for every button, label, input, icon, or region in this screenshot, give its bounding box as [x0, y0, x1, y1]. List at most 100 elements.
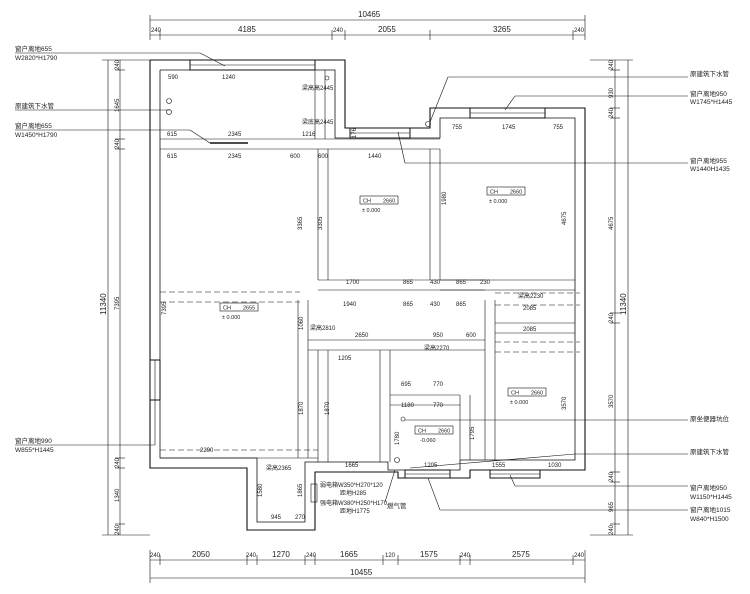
left-total-dim: 11340: [99, 293, 108, 315]
top-dim-seg: 240: [574, 28, 585, 34]
svg-text:弱电箱W350*H270*120: 弱电箱W350*H270*120: [320, 481, 383, 489]
svg-text:865: 865: [403, 302, 414, 308]
top-dim-seg: 4185: [238, 25, 256, 34]
bottom-dim-seg: 2050: [192, 550, 210, 559]
left-dimension-lines: [102, 59, 150, 536]
bottom-dim-seg: 120: [385, 553, 396, 559]
left-dim-seg: 240: [115, 138, 121, 149]
svg-text:2345: 2345: [228, 154, 242, 160]
svg-text:950: 950: [433, 333, 444, 339]
svg-text:615: 615: [167, 154, 178, 160]
bottom-total-dim: 10455: [350, 568, 373, 577]
svg-text:1870: 1870: [325, 401, 331, 415]
svg-text:梁高高2445: 梁高高2445: [302, 84, 334, 92]
svg-text:2085: 2085: [523, 306, 537, 312]
annotation-left: 窗户离地655 W2820*H1790: [15, 44, 58, 62]
left-dim-seg: 1645: [115, 98, 121, 112]
svg-text:CH: CH: [418, 429, 426, 435]
left-dim-seg: 240: [115, 524, 121, 535]
bottom-dim-seg: 240: [574, 553, 585, 559]
svg-text:430: 430: [430, 302, 441, 308]
annotation-right: 原建筑下水管: [690, 447, 730, 456]
svg-text:1240: 1240: [222, 75, 236, 81]
bottom-dim-seg: 1575: [420, 550, 438, 559]
svg-text:± 0.000: ± 0.000: [489, 199, 507, 205]
annotation-right: 窗户离地1015 W840*H1500: [690, 505, 731, 523]
svg-text:CH: CH: [511, 391, 519, 397]
svg-text:755: 755: [553, 125, 564, 131]
svg-text:距地H1775: 距地H1775: [340, 507, 370, 515]
svg-text:3305: 3305: [318, 216, 324, 230]
svg-text:7395: 7395: [162, 301, 168, 315]
svg-text:CH: CH: [490, 190, 498, 196]
right-dim-seg: 930: [609, 87, 615, 98]
inner-walls: [160, 70, 580, 462]
svg-text:2660: 2660: [383, 199, 395, 205]
right-dim-seg: 240: [609, 471, 615, 482]
svg-text:窗户离地950: 窗户离地950: [690, 483, 727, 492]
right-dim-seg: 240: [609, 312, 615, 323]
svg-text:865: 865: [456, 280, 467, 286]
svg-text:2345: 2345: [228, 132, 242, 138]
bottom-dimension-lines: [149, 550, 586, 583]
svg-text:1700: 1700: [346, 280, 360, 286]
svg-text:615: 615: [167, 132, 178, 138]
svg-text:1060: 1060: [299, 316, 305, 330]
svg-text:865: 865: [456, 302, 467, 308]
svg-text:原建筑下水管: 原建筑下水管: [690, 69, 730, 78]
top-dim-seg: 240: [333, 28, 344, 34]
right-dim-seg: 240: [609, 524, 615, 535]
annotation-right: 原坐便器坑位: [690, 414, 730, 423]
bottom-dim-seg: 1270: [272, 550, 290, 559]
svg-text:W840*H1500: W840*H1500: [690, 516, 729, 523]
bottom-dim-seg: 1665: [340, 550, 358, 559]
svg-text:755: 755: [452, 125, 463, 131]
svg-text:1580: 1580: [258, 483, 264, 497]
svg-text:CH: CH: [223, 306, 231, 312]
svg-text:窗户离地990: 窗户离地990: [15, 436, 52, 445]
annotation-left: 窗户离地990 W855*H1445: [15, 436, 54, 454]
svg-text:176: 176: [352, 127, 358, 138]
svg-text:430: 430: [430, 280, 441, 286]
svg-text:2085: 2085: [523, 327, 537, 333]
left-dim-seg: 240: [115, 59, 121, 70]
svg-text:窗户离地655: 窗户离地655: [15, 44, 52, 53]
svg-text:窗户离地655: 窗户离地655: [15, 121, 52, 130]
right-dimension-lines: [590, 59, 633, 536]
annotation-right: 窗户离地950 W1150*H1445: [690, 483, 732, 501]
svg-text:770: 770: [433, 403, 444, 409]
svg-text:2290: 2290: [200, 448, 214, 454]
svg-text:窗户离地950: 窗户离地950: [690, 89, 727, 98]
top-dim-seg: 3265: [493, 25, 511, 34]
svg-text:± 0.000: ± 0.000: [222, 315, 240, 321]
svg-text:W1450*H1790: W1450*H1790: [15, 132, 58, 139]
left-dim-seg: 240: [115, 457, 121, 468]
svg-text:230: 230: [480, 280, 491, 286]
bottom-dim-seg: 240: [306, 553, 317, 559]
svg-text:1940: 1940: [343, 302, 357, 308]
svg-text:窗户离地955: 窗户离地955: [690, 156, 727, 165]
svg-text:2660: 2660: [531, 391, 543, 397]
room-tag: CH 2655 ± 0.000: [219, 302, 259, 321]
bottom-dim-seg: 240: [246, 553, 257, 559]
bottom-dim-seg: 240: [150, 553, 161, 559]
svg-text:2660: 2660: [438, 429, 450, 435]
top-dim-seg: 2055: [378, 25, 396, 34]
gas-pipe-label: 燃气管: [387, 501, 407, 510]
svg-text:770: 770: [433, 382, 444, 388]
svg-text:600: 600: [318, 154, 329, 160]
svg-text:W1440H1435: W1440H1435: [690, 166, 730, 173]
svg-text:1665: 1665: [345, 463, 359, 469]
svg-text:W2820*H1790: W2820*H1790: [15, 55, 58, 62]
beam-labels: 梁高高2445 梁底高2445 梁高2230 梁高2810 梁高2270 梁高2…: [266, 84, 544, 472]
svg-text:梁高2810: 梁高2810: [310, 324, 336, 332]
svg-text:梁底高2445: 梁底高2445: [302, 118, 334, 126]
svg-text:1980: 1980: [442, 191, 448, 205]
windows: [149, 59, 546, 479]
svg-text:3365: 3365: [298, 216, 304, 230]
bottom-dim-seg: 240: [460, 553, 471, 559]
svg-text:W1150*H1445: W1150*H1445: [690, 494, 732, 501]
svg-text:梁高2230: 梁高2230: [518, 292, 544, 300]
bottom-dim-seg: 2575: [512, 550, 530, 559]
